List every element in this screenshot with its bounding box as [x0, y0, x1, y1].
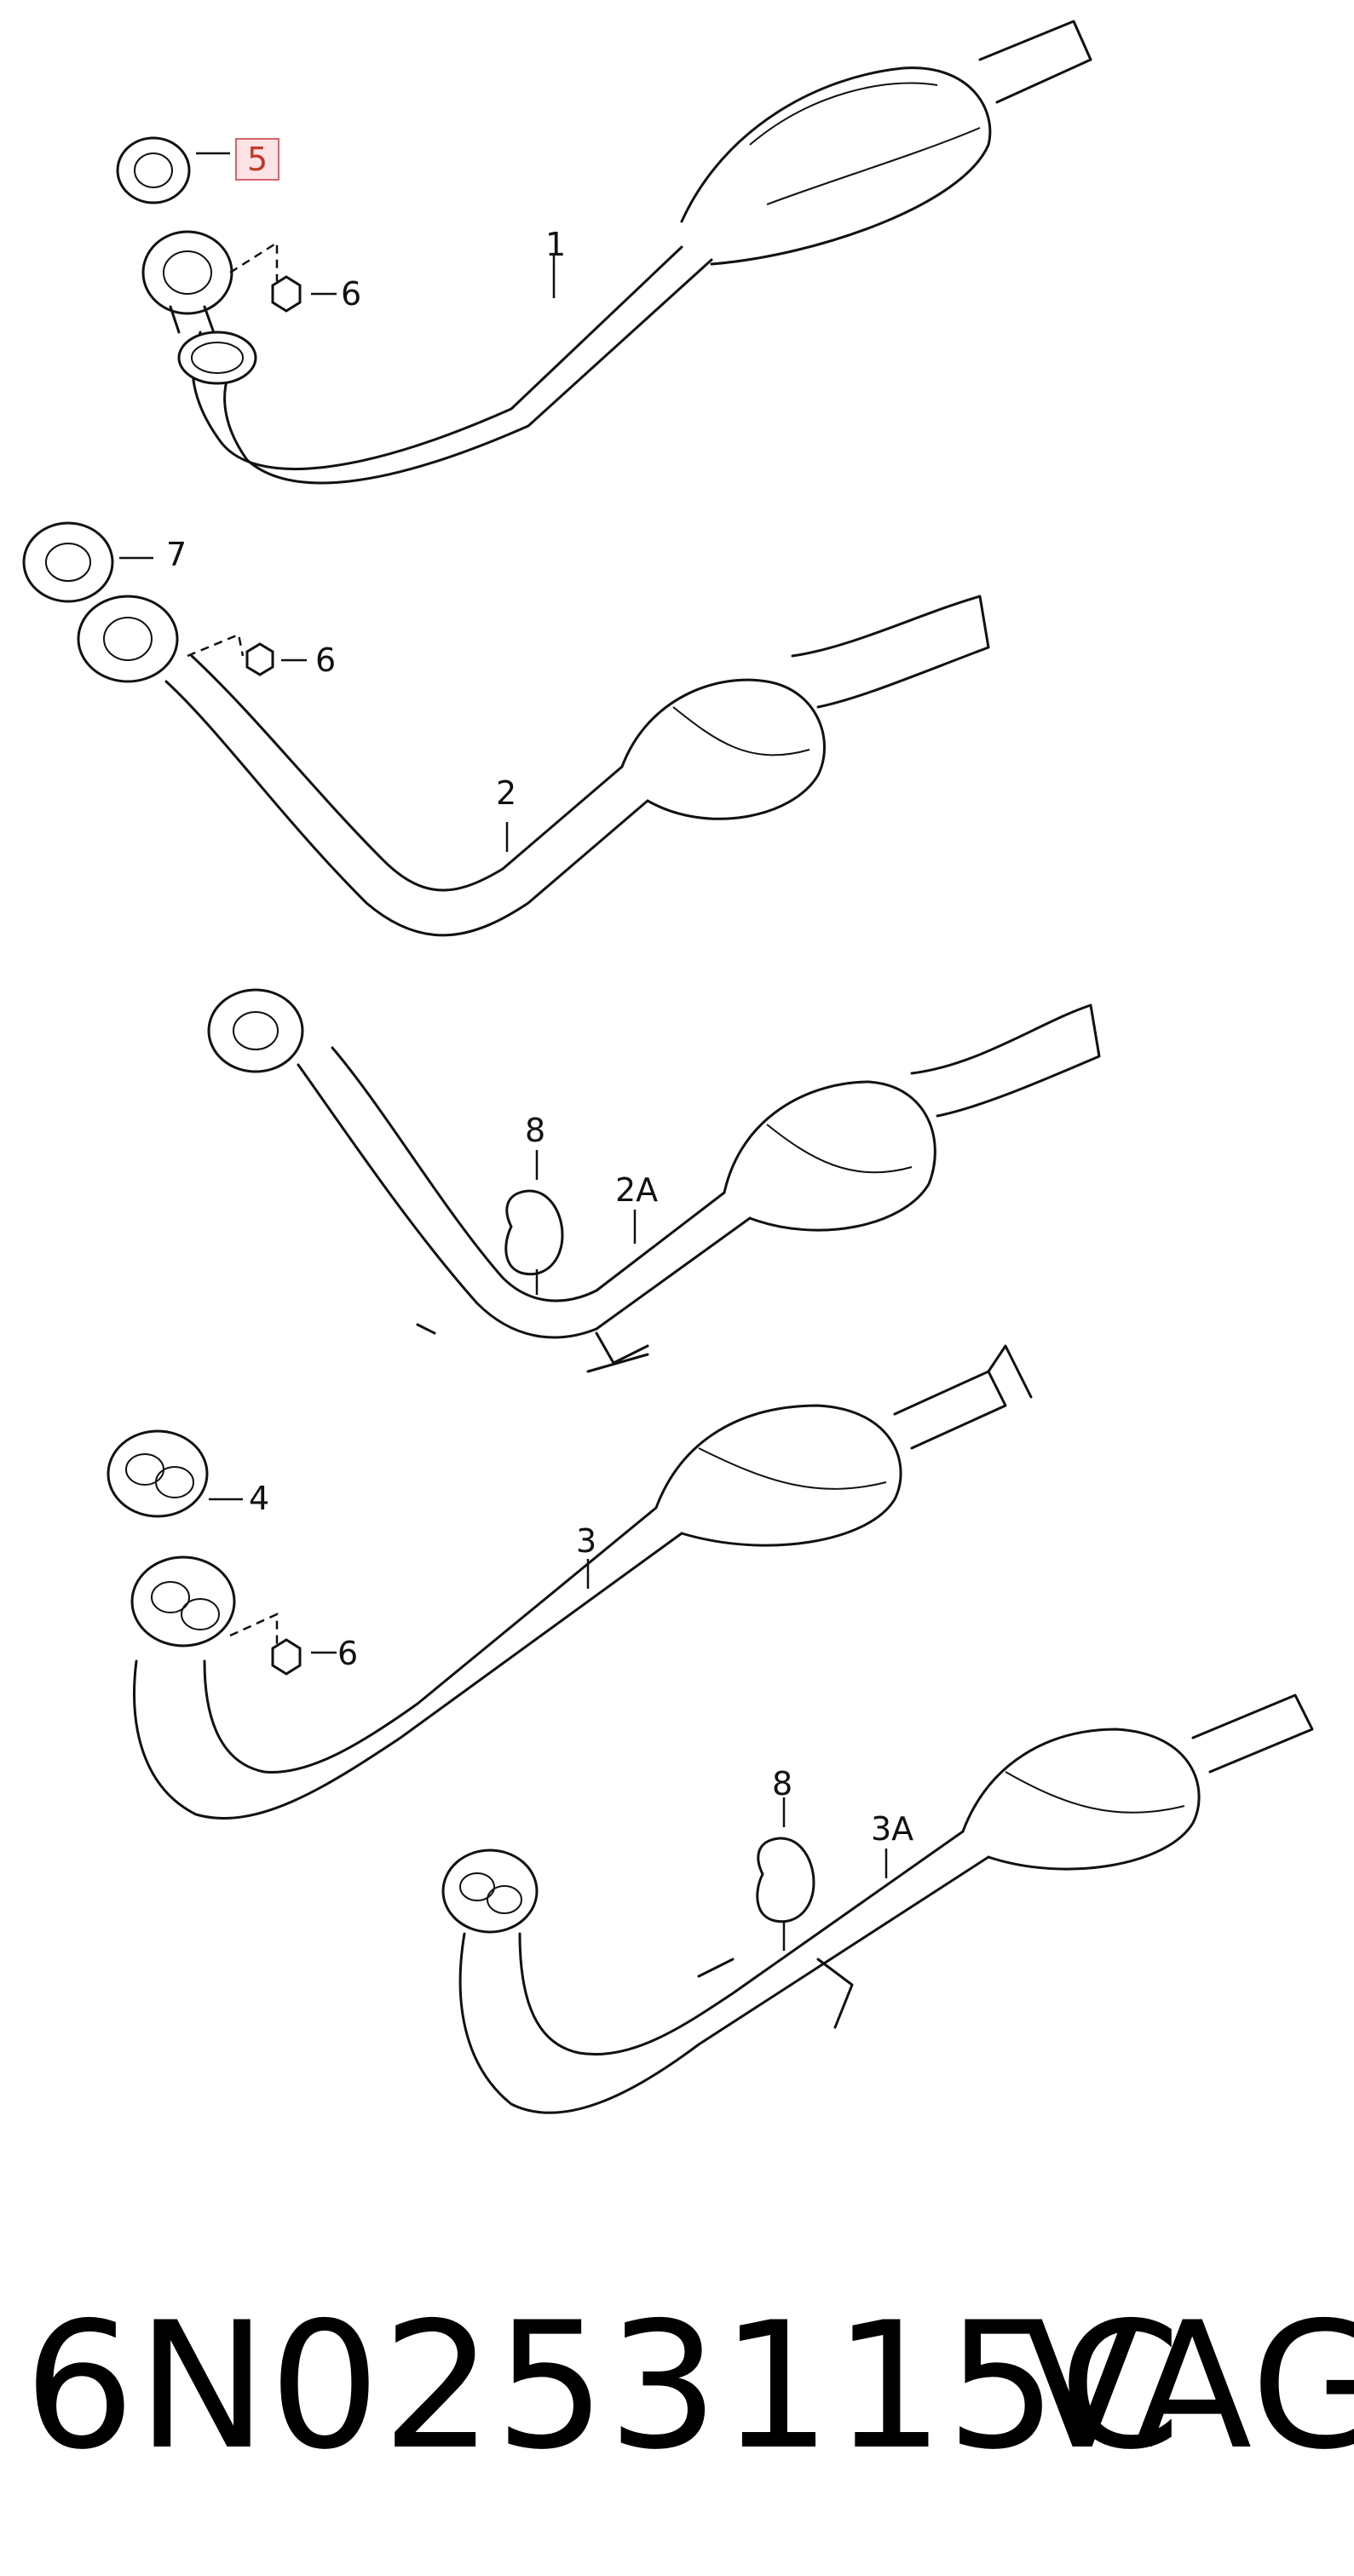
callout-3[interactable]: 3: [576, 1522, 597, 1560]
assembly-1-catalytic-converter: [116, 20, 1092, 485]
exhaust-parts-diagram: [22, 20, 1314, 2114]
assembly-3a-catalytic-converter: [441, 1693, 1314, 2114]
callout-7[interactable]: 7: [166, 536, 187, 573]
brand-label: VAG: [1023, 2286, 1354, 2488]
callout-4[interactable]: 4: [249, 1480, 270, 1517]
assembly-2a-catalytic-converter: [207, 988, 1101, 1373]
callout-8b[interactable]: 8: [772, 1765, 793, 1803]
callout-1[interactable]: 1: [545, 226, 567, 263]
callout-2a[interactable]: 2A: [615, 1171, 659, 1209]
callout-6a[interactable]: 6: [341, 275, 362, 313]
part-number: 6N0253115C: [24, 2286, 1183, 2488]
callout-3a[interactable]: 3A: [871, 1810, 914, 1848]
callout-6c[interactable]: 6: [337, 1635, 359, 1672]
callout-2[interactable]: 2: [496, 774, 517, 812]
callout-8a[interactable]: 8: [525, 1112, 546, 1149]
rubber-mount-8a: [504, 1189, 564, 1276]
assembly-2-catalytic-converter: [22, 521, 990, 937]
assembly-3-catalytic-converter: [107, 1344, 1033, 1820]
callout-6b[interactable]: 6: [315, 641, 337, 679]
rubber-mount-8b: [756, 1837, 815, 1923]
callout-5[interactable]: 5: [235, 138, 280, 181]
